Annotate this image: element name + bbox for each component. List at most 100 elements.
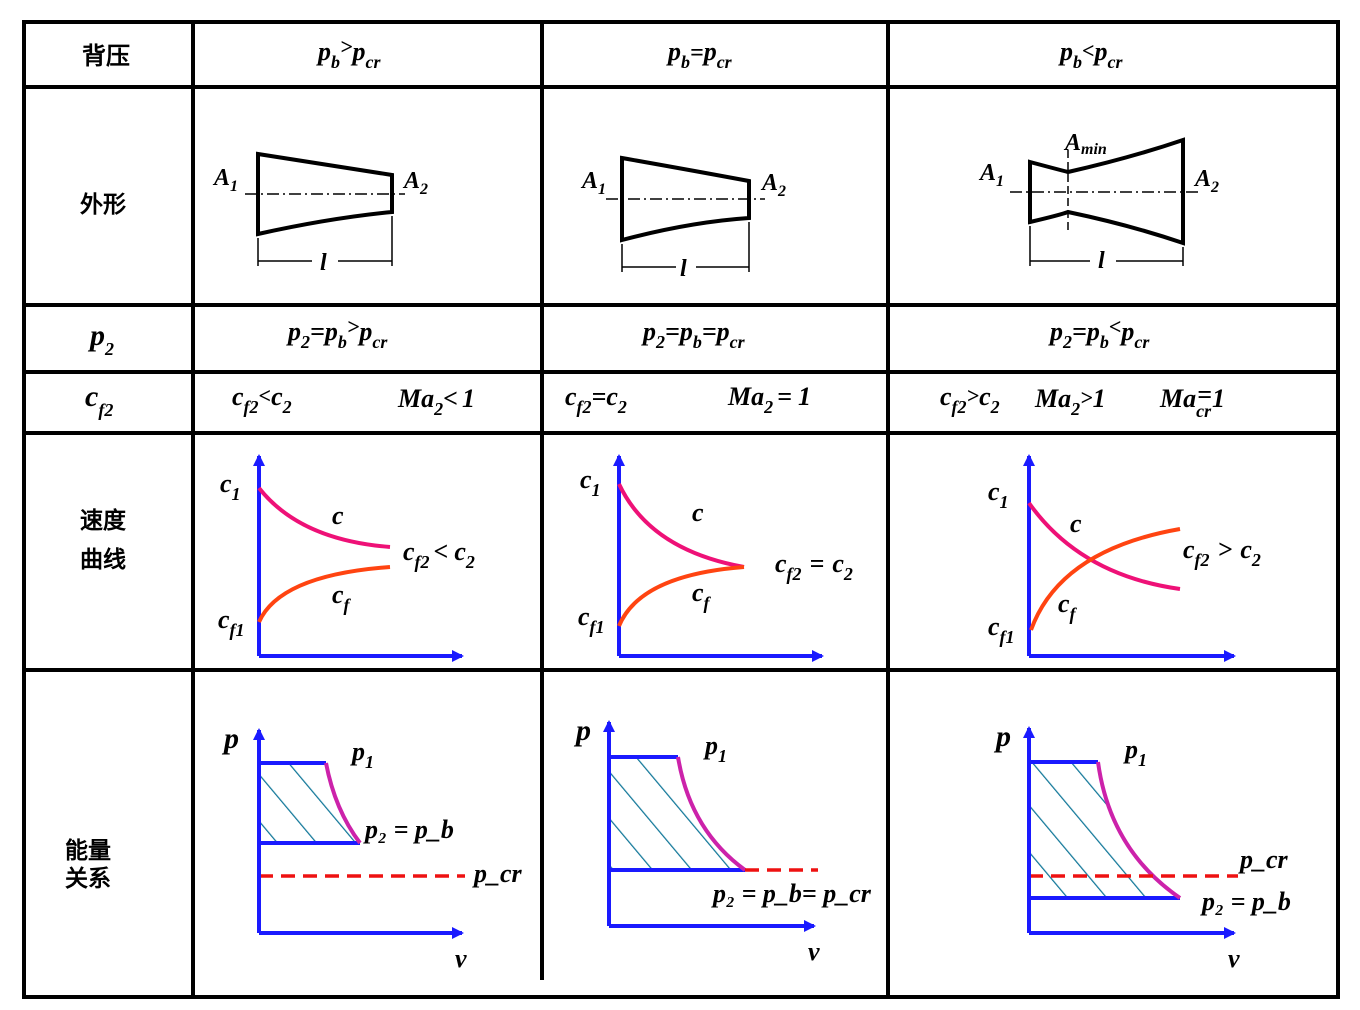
h2-rhs-sub: cr	[717, 52, 733, 72]
h1-lhs-sub: b	[331, 52, 340, 72]
svg-text:A1: A1	[212, 165, 238, 195]
svg-text:A2: A2	[1193, 166, 1219, 196]
n1-a1: A	[212, 165, 230, 191]
n3-a2-sub: 2	[1210, 179, 1219, 196]
velocity-chart-2: c1 cf1 c cf cf2=c2	[578, 454, 853, 662]
h3-rhs-sub: cr	[1108, 52, 1124, 72]
svg-text:c: c	[692, 498, 704, 527]
pv3-pcr-label: p_cr	[1238, 845, 1289, 874]
h2-lhs: p	[666, 37, 681, 66]
n1-a2-sub: 2	[419, 181, 428, 198]
svg-text:c1: c1	[988, 477, 1009, 512]
pv2-lower-label: p₂ = p_b= p_cr	[711, 879, 872, 908]
svg-text:pb=pcr: pb=pcr	[666, 37, 733, 72]
svg-text:Amin: Amin	[1063, 130, 1107, 158]
svg-text:c1: c1	[580, 465, 601, 500]
svg-text:pb<pcr: pb<pcr	[1058, 37, 1124, 72]
p2-cell-2: p2=pb=pcr	[641, 317, 746, 352]
svg-text:A1: A1	[580, 168, 606, 198]
svg-text:p1: p1	[1123, 735, 1147, 770]
n3-a1-sub: 1	[996, 173, 1004, 190]
n2-a1-sub: 1	[598, 181, 606, 198]
pv-chart-1: p v p1 p₂ = p_b p_cr	[221, 722, 523, 973]
svg-text:Macr=1: Macr=1	[1159, 380, 1225, 421]
v3-c-curve	[1027, 501, 1181, 591]
h3-lhs-sub: b	[1073, 52, 1082, 72]
nozzle-shape-convergent-2: A1 A2 l	[580, 155, 786, 282]
row-label-p2: p2	[87, 319, 114, 359]
svg-text:cf2<c2: cf2<c2	[403, 537, 475, 572]
pv1-pcr-label: p_cr	[472, 859, 523, 888]
svg-text:cf1: cf1	[218, 605, 245, 640]
v2-c-curve	[617, 483, 745, 569]
row-label-shape: 外形	[80, 191, 126, 218]
svg-text:cf2>c2: cf2>c2	[940, 382, 1000, 417]
svg-text:cf2=c2: cf2=c2	[565, 382, 627, 417]
svg-text:cf2<c2: cf2<c2	[232, 382, 292, 417]
svg-text:cf1: cf1	[578, 602, 605, 637]
n3-amin: A	[1063, 130, 1081, 156]
n1-length: l	[320, 250, 327, 276]
h2-rhs: p	[702, 37, 717, 66]
svg-text:Ma2=1: Ma2=1	[727, 382, 811, 417]
svg-text:p1: p1	[703, 731, 727, 766]
pv3-lower-label: p₂ = p_b	[1200, 887, 1291, 916]
row-label-energy-2: 关系	[65, 865, 111, 892]
svg-text:Ma2>1: Ma2>1	[1034, 384, 1106, 419]
h1-op: >	[340, 34, 353, 59]
svg-text:A1: A1	[978, 160, 1004, 190]
p2-cell-3: p2=pb<pcr	[1048, 314, 1150, 352]
pv-chart-3: p v p1 p_cr p₂ = p_b	[993, 720, 1291, 973]
n3-length: l	[1098, 248, 1105, 274]
row-label-velocity-2: 曲线	[80, 546, 126, 573]
pv-chart-2: p v p1 p₂ = p_b= p_cr	[573, 714, 872, 966]
h1-rhs: p	[351, 37, 366, 66]
header-condition-3: pb<pcr	[1058, 37, 1124, 72]
svg-text:p2=pb=pcr: p2=pb=pcr	[641, 317, 746, 352]
svg-text:c: c	[332, 501, 344, 530]
svg-text:p2=pb<pcr: p2=pb<pcr	[1048, 314, 1150, 352]
h1-rhs-sub: cr	[366, 52, 382, 72]
svg-text:p: p	[993, 720, 1011, 753]
row-label-energy-1: 能量	[65, 837, 111, 864]
v2-cf-curve	[617, 565, 745, 627]
svg-text:cf2>c2: cf2>c2	[1183, 535, 1261, 570]
header-condition-1: pb>pcr	[316, 34, 382, 72]
n3-amin-sub: min	[1081, 141, 1107, 158]
svg-text:c: c	[1070, 509, 1082, 538]
h2-lhs-sub: b	[681, 52, 690, 72]
cf2-cell-1: cf2<c2 Ma2<1	[232, 382, 475, 419]
svg-text:cf: cf	[1058, 589, 1078, 624]
svg-text:v: v	[808, 937, 820, 966]
nozzle-shape-laval: Amin A1 A2 l	[978, 130, 1219, 274]
n2-a2: A	[760, 170, 778, 196]
svg-text:p2=pb>pcr: p2=pb>pcr	[286, 314, 388, 352]
svg-text:p1: p1	[350, 737, 374, 772]
nozzle-shape-convergent-1: A1 A2 l	[212, 151, 428, 276]
svg-text:cf2=c2: cf2=c2	[775, 549, 853, 584]
v1-cf-curve	[257, 565, 391, 623]
velocity-chart-3: c1 cf1 c cf cf2>c2	[988, 454, 1261, 662]
n1-a2: A	[402, 168, 420, 194]
h3-op: <	[1082, 38, 1095, 63]
h2-op: =	[690, 40, 704, 66]
svg-text:p: p	[221, 722, 239, 755]
v1-c-curve	[257, 486, 391, 549]
v3-cf-curve	[1029, 527, 1181, 631]
svg-text:c1: c1	[220, 469, 241, 504]
n2-a1: A	[580, 168, 598, 194]
n3-a1: A	[978, 160, 996, 186]
table-grid	[22, 20, 1340, 999]
pv1-lower-label: p₂ = p_b	[363, 815, 454, 844]
svg-text:cf: cf	[692, 578, 712, 613]
row-label-cf2: cf2	[85, 380, 113, 420]
n2-length: l	[680, 256, 687, 282]
h3-lhs: p	[1058, 37, 1073, 66]
cf2-cell-2: cf2=c2 Ma2=1	[565, 382, 811, 417]
cf2-cell-3: cf2>c2 Ma2>1 Macr=1	[940, 380, 1225, 421]
p2-cell-1: p2=pb>pcr	[286, 314, 388, 352]
svg-text:v: v	[455, 944, 467, 973]
n3-a2: A	[1193, 166, 1211, 192]
svg-text:A2: A2	[760, 170, 786, 200]
